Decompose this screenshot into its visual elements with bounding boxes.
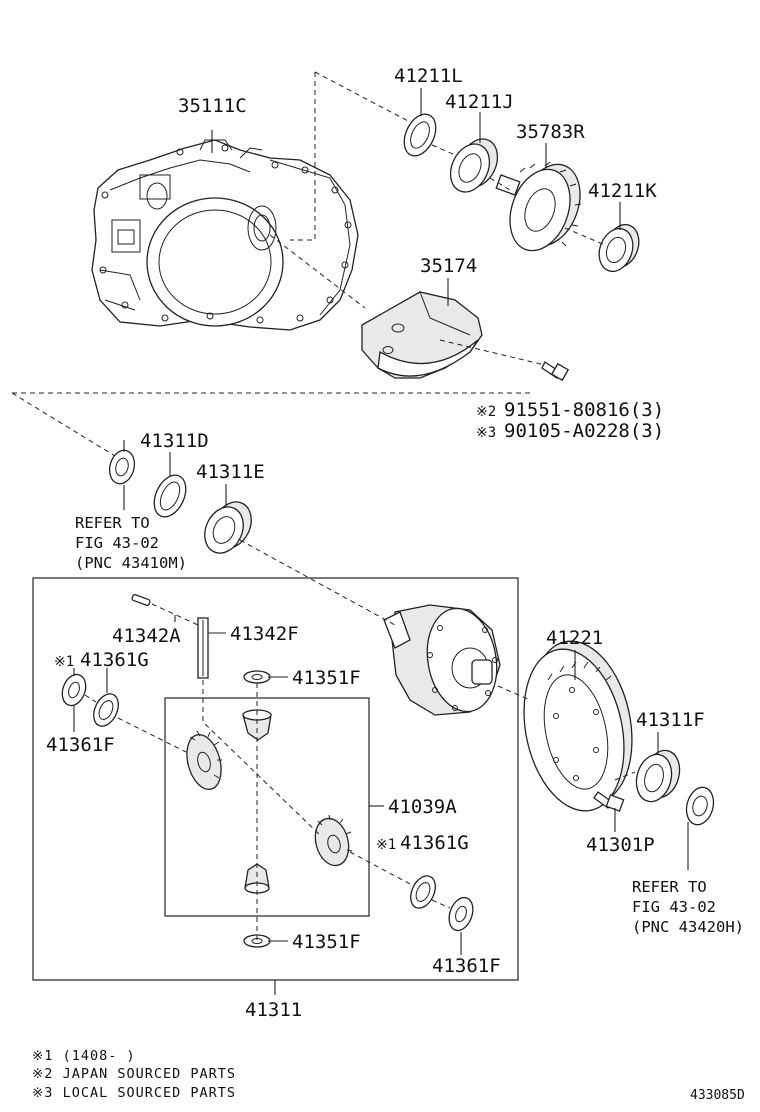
note-2: ※2 JAPAN SOURCED PARTS [32,1066,236,1082]
pin-41342a-illustration [131,594,151,606]
side-gear-right-illustration [314,814,353,867]
ring-gear-bolt-illustration [593,791,625,812]
washer-41361f-right-illustration [448,896,474,932]
thrust-washer-top-illustration [243,670,271,684]
note-3: ※3 LOCAL SOURCED PARTS [32,1085,236,1101]
label-41211l: 41211L [394,65,463,87]
label-41311: 41311 [245,999,302,1021]
refer-right-line1: REFER TO [632,878,707,896]
mark-1-left: ※1 [54,654,74,670]
label-41342a: 41342A [112,625,181,647]
mark-3-bolt: ※3 [476,425,496,441]
label-41361g-left: 41361G [80,649,149,671]
transaxle-case-illustration [91,139,359,331]
seal-right-illustration [685,786,715,826]
bearing-41311f-illustration [635,749,681,803]
mark-1-right: ※1 [376,837,396,853]
bearing-41211j-illustration [449,138,499,193]
bearing-41211k-illustration [598,223,640,273]
gear-35783r-illustration [495,161,582,252]
cover-bolt-illustration [541,361,570,382]
label-35783r: 35783R [516,121,585,143]
label-41311f: 41311F [636,709,705,731]
label-41361f-right: 41361F [432,955,501,977]
refer-left-line3: (PNC 43410M) [75,554,187,572]
label-41039a: 41039A [388,796,457,818]
note-1: ※1 (1408- ) [32,1048,136,1064]
label-41311e: 41311E [196,461,265,483]
label-41301p: 41301P [586,834,655,856]
side-gear-left-illustration [186,730,222,791]
pinion-gear-bottom-illustration [244,863,270,894]
label-41211k: 41211K [588,180,657,202]
label-41211j: 41211J [445,91,514,113]
label-41342f: 41342F [230,623,299,645]
mark-2-bolt: ※2 [476,404,496,420]
bearing-41311e-illustration [204,501,252,554]
label-35174: 35174 [420,255,477,277]
seal-41211l-illustration [403,113,437,157]
shaft-41342f-illustration [197,617,209,679]
refer-left-line2: FIG 43-02 [75,534,159,552]
label-41351f-top: 41351F [292,667,361,689]
figure-id: 433085D [690,1088,745,1103]
leader-lines [73,88,689,995]
case-cover-illustration [361,291,483,379]
label-35111c: 35111C [178,95,247,117]
ring-gear-illustration [523,640,633,812]
label-41351f-bottom: 41351F [292,931,361,953]
assembly-dashed-lines [11,71,636,940]
pinion-set-box [164,697,370,917]
differential-case-illustration [383,604,501,716]
seal-41311d-illustration [108,449,136,485]
washer-41361f-left-illustration [93,693,119,727]
label-41361g-right: 41361G [400,832,469,854]
washer-41311e-left-illustration [153,474,187,518]
label-91551-80816: 91551-80816(3) [504,399,664,421]
refer-right-line2: FIG 43-02 [632,898,716,916]
label-41221: 41221 [546,627,603,649]
refer-right-line3: (PNC 43420H) [632,918,744,936]
washer-41361g-right-illustration [410,875,436,909]
label-41361f-left: 41361F [46,734,115,756]
refer-left-line1: REFER TO [75,514,150,532]
washer-41361g-left-illustration [61,673,87,707]
label-90105-a0228: 90105-A0228(3) [504,420,664,442]
label-41311d: 41311D [140,430,209,452]
